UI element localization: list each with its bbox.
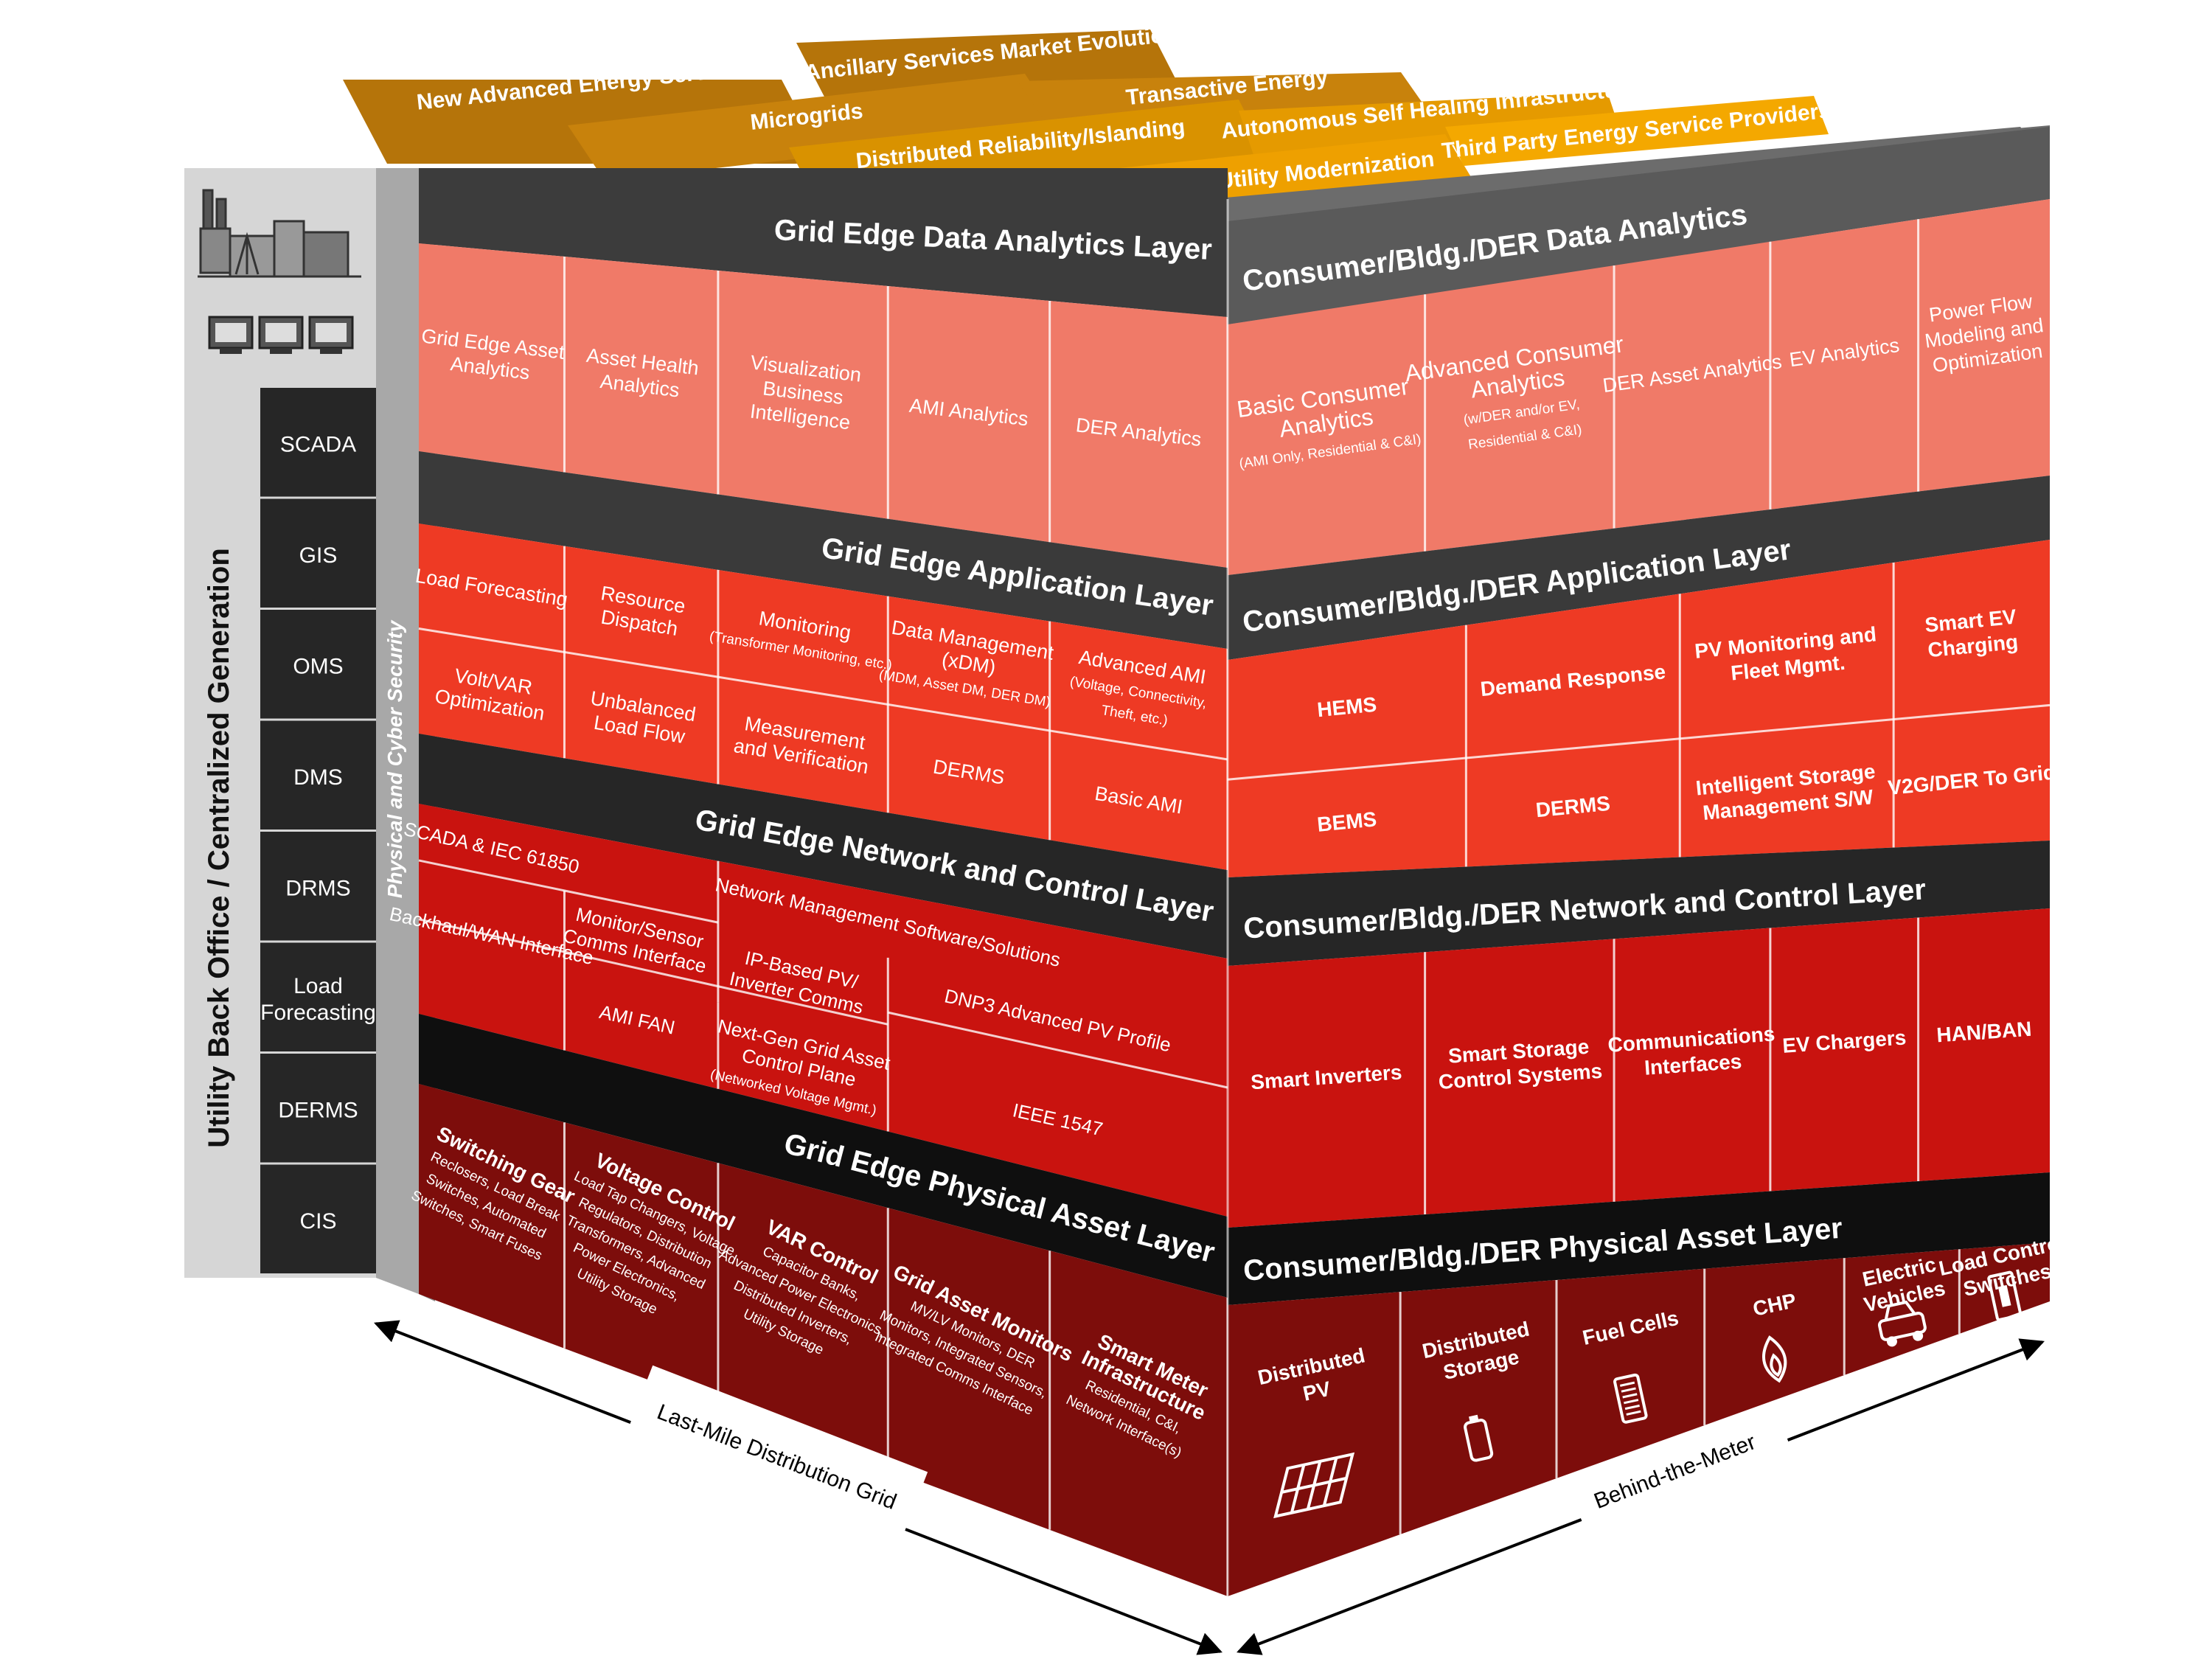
- back-office-item-label: Load: [293, 974, 343, 998]
- back-office-panel: Utility Back Office / Centralized Genera…: [184, 168, 378, 1278]
- cell-divider: [418, 627, 1228, 761]
- car-body: [1877, 1311, 1927, 1341]
- physical-title-band: [419, 1014, 1228, 1298]
- right-analytics-layer: [1228, 199, 2050, 575]
- top-banner-shape: [568, 74, 1062, 181]
- application-layer: [419, 524, 1228, 870]
- analytics-layer: [419, 243, 1228, 568]
- switch-icon: [1987, 1270, 2023, 1321]
- right-network-title-band: [1228, 841, 2050, 966]
- back-office-title: Utility Back Office / Centralized Genera…: [203, 548, 235, 1148]
- back-office-item-box: [260, 942, 376, 1051]
- right-application-cell-label: BEMS: [1316, 807, 1377, 836]
- computer-monitors-icon: [208, 316, 354, 354]
- right-application-title-band: [1228, 476, 2050, 660]
- back-office-item-label: SCADA: [280, 432, 356, 456]
- back-office-item-label: Forecasting: [260, 1001, 376, 1025]
- back-office-item-box: [260, 1164, 376, 1273]
- cell-divider: [418, 859, 719, 924]
- back-office-item-label: DRMS: [285, 876, 350, 900]
- security-label: Physical and Cyber Security: [383, 619, 406, 898]
- cell-divider: [1227, 703, 2051, 781]
- back-office-item-label: DERMS: [278, 1098, 358, 1122]
- network-title-band: [419, 734, 1228, 959]
- back-office-item-label: CIS: [299, 1209, 336, 1234]
- top-banner-shape: [1445, 96, 1829, 166]
- car-roof: [1884, 1300, 1916, 1321]
- analytics-title-band: [419, 168, 1228, 317]
- back-office-item-box: [260, 720, 376, 830]
- consumer-right-face: Consumer/Bldg./DER Data AnalyticsConsume…: [1226, 125, 2067, 1596]
- back-office-item-box: [260, 610, 376, 719]
- power-plant-icon: [198, 189, 361, 278]
- car-wheel: [1913, 1330, 1924, 1341]
- back-office-item-label: GIS: [299, 543, 338, 568]
- back-office-item-box: [260, 388, 376, 497]
- switch-plate: [1987, 1270, 2023, 1321]
- right-physical-title-band: [1228, 1172, 2050, 1305]
- switch-toggle: [1997, 1284, 2011, 1307]
- right-application-layer: [1228, 540, 2050, 877]
- back-office-item-box: [260, 498, 376, 608]
- back-office-item-box: [260, 1054, 376, 1163]
- back-office-item-box: [260, 832, 376, 941]
- right-network-layer: [1228, 908, 2050, 1228]
- right-application-cell-group: HEMS: [1316, 693, 1377, 722]
- right-application-cell-group: BEMS: [1316, 807, 1377, 836]
- cell-divider: [418, 918, 888, 1026]
- back-office-item-label: OMS: [293, 654, 343, 678]
- application-title-band: [419, 451, 1228, 649]
- right-analytics-title-band: [1228, 127, 2050, 324]
- cell-divider: [887, 1011, 1228, 1089]
- right-application-cell-label: HEMS: [1316, 693, 1377, 722]
- back-office-item-label: DMS: [293, 765, 343, 790]
